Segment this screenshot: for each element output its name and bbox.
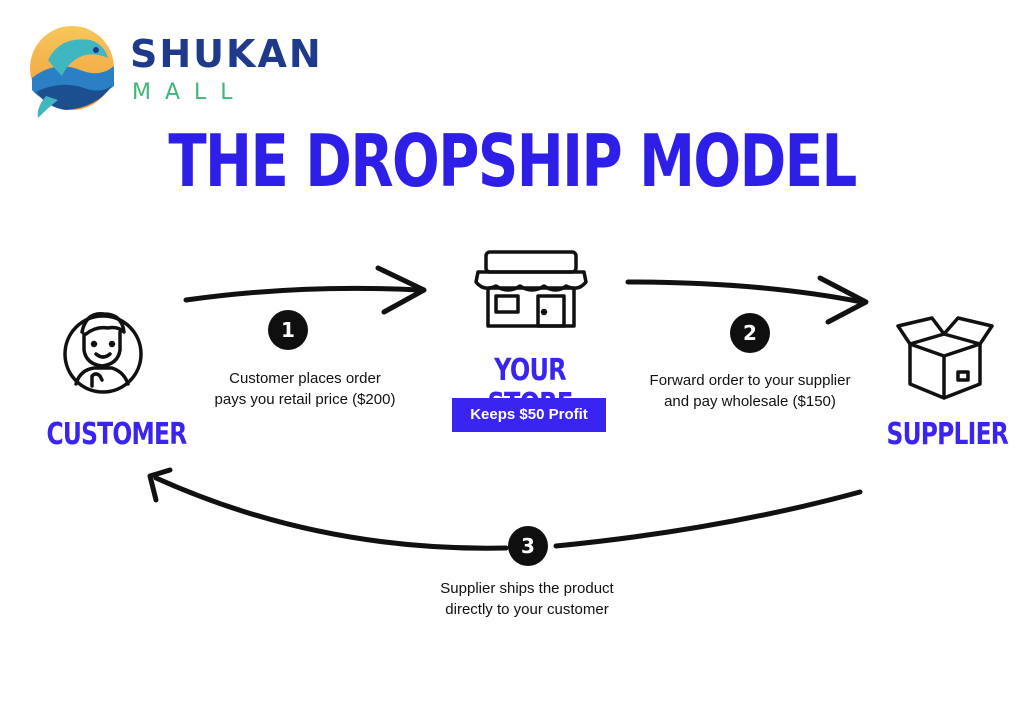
step-3-number: 3 (508, 526, 548, 566)
step-2-line-1: Forward order to your supplier (649, 372, 851, 389)
supplier-label: SUPPLIER (886, 417, 1009, 452)
arrow-customer-to-store (183, 285, 423, 303)
logo-subtitle: MALL (132, 80, 247, 105)
step-2-line-2: and pay wholesale ($150) (664, 393, 836, 410)
page-title: THE DROPSHIP MODEL (168, 119, 857, 203)
profit-badge: Keeps $50 Profit (452, 398, 606, 432)
box-icon (896, 316, 994, 400)
store-icon (474, 250, 588, 328)
customer-icon (63, 312, 143, 394)
step-2-number: 2 (730, 313, 770, 353)
step-1-line-2: pays you retail price ($200) (214, 391, 396, 408)
arrow-supplier-to-customer (553, 489, 863, 549)
step-1-line-1: Customer places order (229, 370, 381, 387)
step-3-line-2: directly to your customer (445, 601, 609, 618)
step-1-text: Customer places order pays you retail pr… (180, 368, 430, 410)
step-3-line-1: Supplier ships the product (440, 580, 614, 597)
step-2-text: Forward order to your supplier and pay w… (616, 370, 884, 412)
customer-label: CUSTOMER (46, 417, 188, 452)
step-3-text: Supplier ships the product directly to y… (400, 578, 654, 620)
step-1-number: 1 (268, 310, 308, 350)
arrow-store-to-supplier (625, 279, 865, 305)
logo-name: SHUKAN (130, 32, 323, 76)
